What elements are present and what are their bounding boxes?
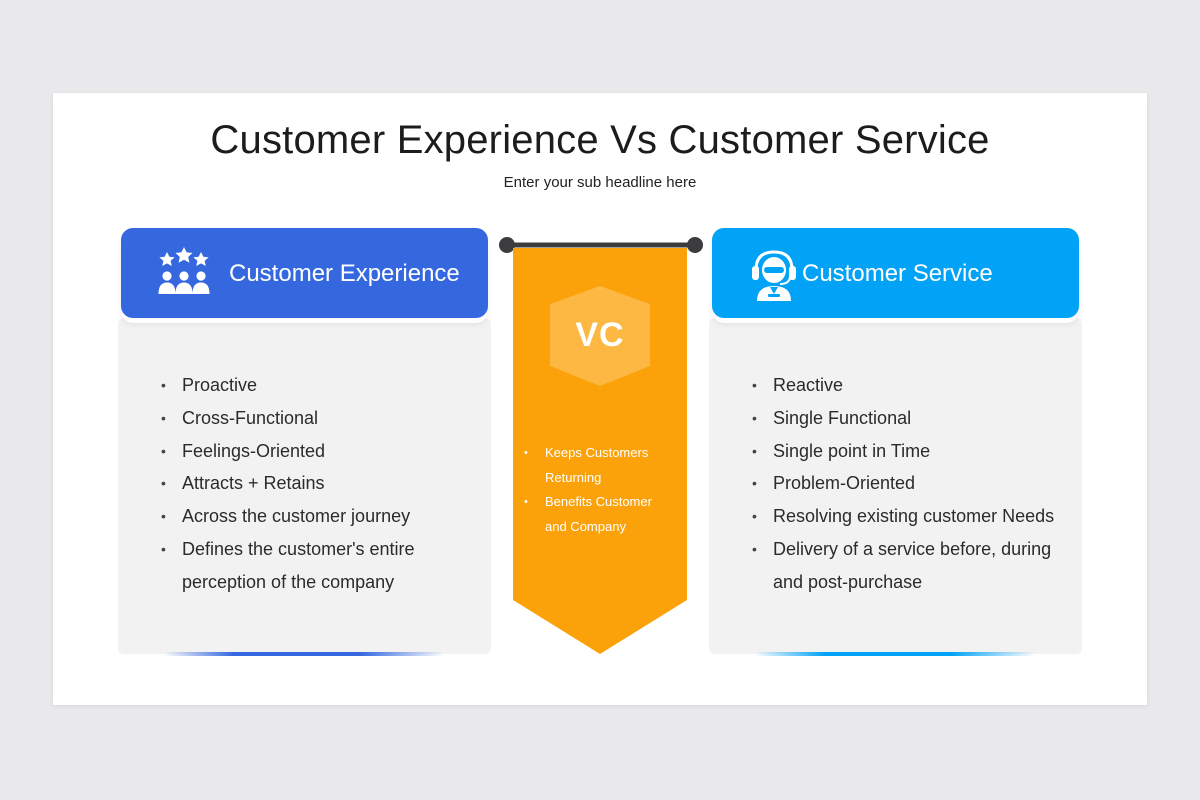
- list-item: Cross-Functional: [161, 402, 461, 435]
- list-item: Feelings-Oriented: [161, 435, 461, 468]
- customer-service-points: Reactive Single Functional Single point …: [752, 369, 1072, 599]
- list-item: Problem-Oriented: [752, 467, 1072, 500]
- list-item-continuation: and Company: [545, 518, 626, 534]
- vc-badge-label: VC: [575, 316, 625, 354]
- customer-service-card-header: Customer Service: [712, 228, 1079, 318]
- customer-service-accent-line: [755, 652, 1035, 656]
- list-item: Across the customer journey: [161, 500, 461, 533]
- list-item: Keeps Customers: [524, 441, 674, 466]
- list-item: Benefits Customer: [524, 490, 674, 515]
- list-item-continuation: and post-purchase: [773, 571, 923, 592]
- team-rating-icon: [158, 247, 210, 294]
- customer-experience-card-header: Customer Experience: [121, 228, 488, 318]
- list-item: Resolving existing customer Needs: [752, 500, 1072, 533]
- list-item: Delivery of a service before, during: [752, 533, 1072, 566]
- hanging-rod: [499, 237, 703, 253]
- customer-experience-points: Proactive Cross-Functional Feelings-Orie…: [161, 369, 461, 599]
- list-item: Defines the customer's entire: [161, 533, 461, 566]
- vc-banner-points: Keeps Customers Returning Benefits Custo…: [524, 441, 674, 539]
- list-item: Reactive: [752, 369, 1072, 402]
- vc-badge-shape: [550, 286, 650, 386]
- customer-experience-accent-line: [164, 652, 444, 656]
- list-item: Attracts + Retains: [161, 467, 461, 500]
- support-agent-icon: [752, 250, 796, 301]
- customer-service-heading: Customer Service: [802, 260, 993, 287]
- slide-title: Customer Experience Vs Customer Service: [210, 118, 990, 162]
- customer-experience-heading: Customer Experience: [229, 260, 460, 287]
- list-item: Single Functional: [752, 402, 1072, 435]
- list-item: Single point in Time: [752, 435, 1072, 468]
- list-item-continuation: perception of the company: [182, 571, 395, 592]
- slide-subtitle: Enter your sub headline here: [503, 174, 697, 191]
- list-item: Proactive: [161, 369, 461, 402]
- list-item-continuation: Returning: [545, 469, 602, 485]
